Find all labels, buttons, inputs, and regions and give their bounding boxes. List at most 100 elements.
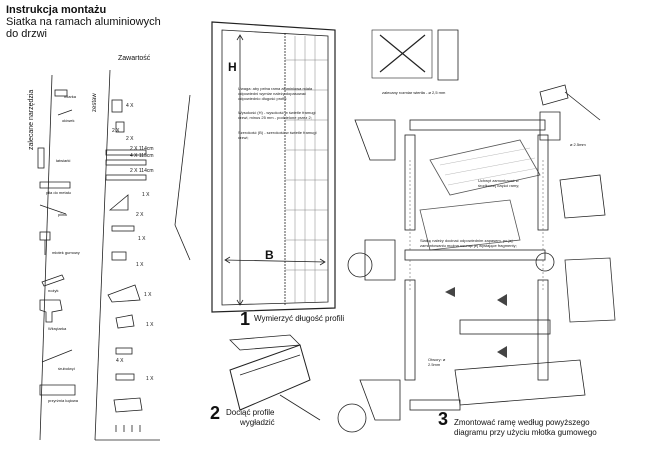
corner-connector-top-left — [354, 119, 396, 161]
kit-qty-6: 2 X 114cm — [130, 168, 154, 174]
connector-icon — [115, 121, 125, 133]
lower-left-profile — [404, 279, 416, 381]
triangle-bracket-icon — [108, 194, 129, 211]
width-arrow — [224, 259, 326, 263]
profile-long-icon — [105, 149, 147, 156]
latch-icon — [107, 284, 141, 303]
kit-qty-2: 2 X — [112, 128, 120, 134]
step-2-line-2: wygładzić — [240, 418, 275, 427]
plug-icon — [113, 397, 143, 413]
rubber-mallet-icon — [539, 84, 569, 106]
document-subtitle-2: do drzwi — [6, 28, 47, 40]
tool-label-drill: Wkrętarka — [48, 326, 67, 331]
mesh-roll — [429, 139, 541, 196]
pliers-icon — [37, 147, 45, 169]
step-3-line-1: Zmontować ramę według powyższego — [454, 418, 590, 427]
corner-connector-bottom-left — [359, 379, 401, 421]
tape-measure-icon — [54, 89, 68, 97]
measure-note-intro: Uwaga: aby pełna rama aluminiowa miała o… — [238, 86, 313, 101]
tool-label-miter: przyrżnia kątowa — [48, 398, 79, 403]
top-profile — [409, 119, 546, 131]
handle-icon — [111, 251, 127, 261]
bracket-left-sketch — [364, 239, 396, 281]
clip-icon — [115, 347, 133, 355]
instruction-header: Instrukcja montażu Siatka na ramach alum… — [6, 4, 161, 40]
kit-qty-3: 2 X — [126, 136, 134, 142]
step-3-number: 3 — [438, 409, 449, 429]
kit-qty-10: 1 X — [136, 262, 144, 268]
detail-circle-left — [347, 252, 373, 278]
handle-detail-sketch — [564, 257, 616, 323]
mesh-cut-note: Siatkę należy docinać odpowiednim zapase… — [420, 238, 517, 248]
pencil-icon — [57, 109, 73, 116]
profile-short-icon — [105, 174, 147, 181]
tool-label-file: pilnik — [58, 212, 68, 217]
kick-plate — [454, 359, 586, 406]
mesh-grid — [285, 36, 328, 303]
bracket-detail-sketch — [559, 174, 606, 219]
detail-circle-bottom — [337, 403, 367, 433]
kit-subheading: zestaw — [92, 93, 98, 112]
mount-note: Uchwyt zamontować w środkowej części ram… — [478, 178, 520, 188]
kit-qty-14: 1 X — [146, 376, 154, 382]
drill-size-note: zalecany rozmiar wiertła - ⌀ 2,5 mm — [382, 90, 446, 95]
measure-note-width: Szerokość (B) - szerokość w świetle fram… — [238, 130, 317, 140]
kit-heading: Zawartość — [118, 55, 151, 62]
step-2-number: 2 — [210, 403, 221, 423]
mallet-icon — [39, 231, 51, 241]
file-icon — [39, 204, 67, 215]
roller-icon — [111, 225, 135, 232]
holes-note: Otwory: ⌀ 2.5mm — [428, 357, 446, 367]
tool-label-screwdriver: śrubokręt — [58, 366, 75, 371]
document-title: Instrukcja montażu — [6, 4, 107, 16]
drill-icon — [39, 299, 63, 323]
document-subtitle-1: Siatka na ramach aluminiowych — [6, 16, 161, 28]
lower-mesh-roll — [419, 199, 521, 251]
door-frame-outline — [211, 21, 336, 313]
middle-rail — [404, 249, 546, 261]
drill-correct-icon — [437, 29, 459, 81]
kit-qty-13: 4 X — [116, 358, 124, 364]
door-leaf — [174, 94, 191, 261]
drill-warning-box — [371, 29, 433, 79]
step-2-line-1: Dociąć profile — [226, 408, 275, 417]
profile-cut-sketch — [229, 344, 311, 411]
kit-qty-11: 1 X — [144, 292, 152, 298]
kit-qty-12: 1 X — [146, 322, 154, 328]
arrow-marker — [497, 294, 507, 306]
screwdriver-icon — [41, 349, 73, 363]
measure-note-height: Wysokość (H) - wysokość w świetle framug… — [238, 110, 316, 120]
tool-label-mallet: młotek gumowy — [52, 250, 80, 255]
left-vertical-profile — [404, 134, 416, 231]
step-3-line-2: diagramu przy użyciu młotka gumowego — [454, 428, 597, 437]
hole-diameter-note: ⌀ 2.5mm — [570, 142, 586, 147]
tool-label-pliers: łatwiarki — [56, 158, 71, 163]
height-label: H — [228, 60, 237, 74]
bottom-profile — [409, 399, 461, 411]
hinge-icon — [115, 314, 135, 329]
handle-bar — [459, 319, 551, 335]
tool-label-measure: miarka — [64, 94, 77, 99]
lower-right-profile — [537, 279, 549, 381]
width-label: B — [265, 248, 274, 262]
spacer-icon — [115, 373, 135, 381]
step-1-number: 1 — [240, 309, 251, 329]
tool-label-saw: piła do metalu — [46, 190, 71, 195]
file-tool-icon — [279, 394, 321, 421]
tools-heading: zalecane narzędzia — [28, 89, 35, 150]
kit-divider-line — [94, 69, 111, 441]
kit-qty-1: 4 X — [126, 103, 134, 109]
corner-piece-icon — [111, 99, 123, 113]
detail-circle-right — [535, 252, 555, 272]
right-vertical-profile — [537, 134, 549, 231]
saw-icon — [39, 181, 71, 189]
kit-qty-5: 4 X 115cm — [130, 153, 154, 159]
hacksaw-icon — [229, 334, 301, 351]
kit-qty-8: 2 X — [136, 212, 144, 218]
kit-qty-9: 1 X — [138, 236, 146, 242]
step-1-text: Wymierzyć długość profili — [254, 314, 345, 323]
tools-divider-line — [39, 74, 53, 441]
kit-qty-7: 1 X — [142, 192, 150, 198]
tool-label-pencil: ołówek — [62, 118, 75, 123]
